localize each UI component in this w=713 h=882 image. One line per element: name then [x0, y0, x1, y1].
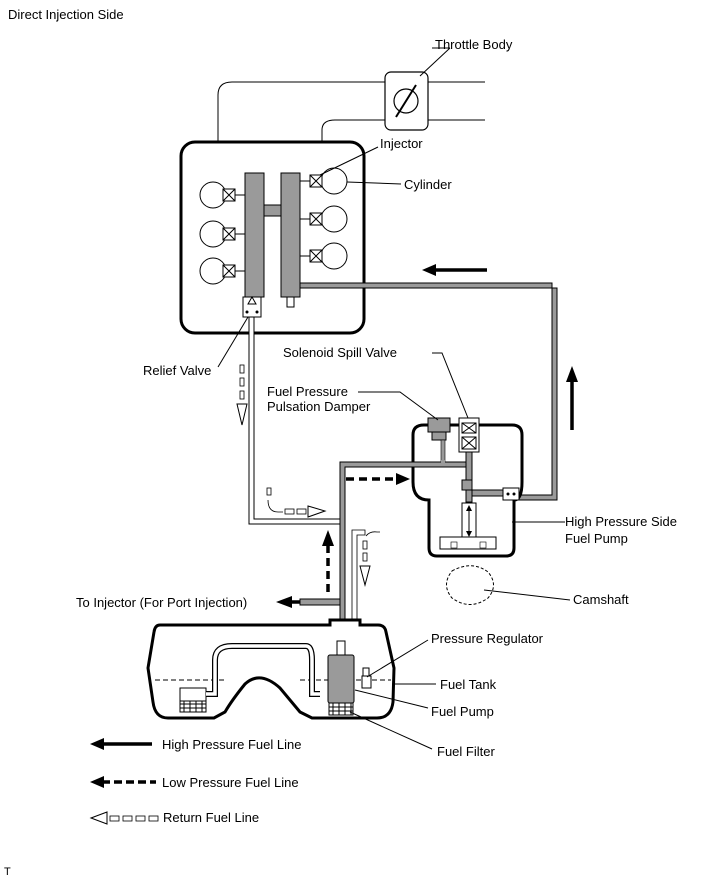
- return-flow-arrow-right: [266, 487, 327, 518]
- solenoid-spill-valve-label: Solenoid Spill Valve: [283, 345, 397, 360]
- intake-pipes: [217, 81, 485, 142]
- low-pressure-flow-arrow-right: [346, 473, 410, 485]
- fuel-tank-label: Fuel Tank: [440, 677, 497, 692]
- cylinders-left: [199, 181, 245, 285]
- high-pressure-flow-arrow-left: [422, 264, 487, 276]
- footer-mark: T: [4, 866, 11, 878]
- relief-valve: [242, 295, 262, 318]
- port-injection-pipe: [299, 598, 341, 606]
- throttle-body: [384, 71, 429, 131]
- return-flow-arrow-down: [236, 364, 248, 426]
- fuel-pump: [327, 640, 355, 716]
- camshaft-label: Camshaft: [573, 592, 629, 607]
- fuel-pressure-damper-label-1: Fuel Pressure: [267, 384, 348, 399]
- legend-low-pressure-label: Low Pressure Fuel Line: [162, 775, 299, 790]
- fuel-pump-label: Fuel Pump: [431, 704, 494, 719]
- high-pressure-flow-arrow-up: [566, 366, 578, 430]
- sub-tank-filter: [179, 687, 207, 702]
- sub-tank-screen: [179, 700, 207, 713]
- fuel-filter-label: Fuel Filter: [437, 744, 495, 759]
- legend-high-pressure: High Pressure Fuel Line: [90, 737, 301, 752]
- low-pressure-flow-arrow-up: [322, 530, 334, 592]
- legend-return: Return Fuel Line: [89, 810, 259, 825]
- port-injection-arrow: [276, 596, 300, 608]
- diagram-title: Direct Injection Side: [8, 7, 124, 22]
- high-pressure-fuel-pump: [411, 417, 524, 558]
- pressure-regulator: [361, 667, 372, 689]
- fuel-delivery-pipes: [244, 172, 301, 308]
- legend-high-pressure-label: High Pressure Fuel Line: [162, 737, 301, 752]
- injector-label: Injector: [380, 136, 423, 151]
- cylinder-label: Cylinder: [404, 177, 452, 192]
- cylinders-right: [300, 167, 348, 270]
- throttle-body-label: Throttle Body: [435, 37, 513, 52]
- sub-tank-screen-pattern: [180, 701, 206, 712]
- hp-pump-label-2: Fuel Pump: [565, 531, 628, 546]
- legend-low-pressure: Low Pressure Fuel Line: [90, 775, 299, 790]
- return-flow-arrow-tank: [359, 531, 380, 587]
- legend-return-label: Return Fuel Line: [163, 810, 259, 825]
- fuel-pressure-damper-label-2: Pulsation Damper: [267, 399, 371, 414]
- pressure-regulator-label: Pressure Regulator: [431, 631, 544, 646]
- to-injector-label: To Injector (For Port Injection): [76, 595, 247, 610]
- camshaft: [446, 565, 494, 605]
- relief-valve-label: Relief Valve: [143, 363, 211, 378]
- hp-pump-label-1: High Pressure Side: [565, 514, 677, 529]
